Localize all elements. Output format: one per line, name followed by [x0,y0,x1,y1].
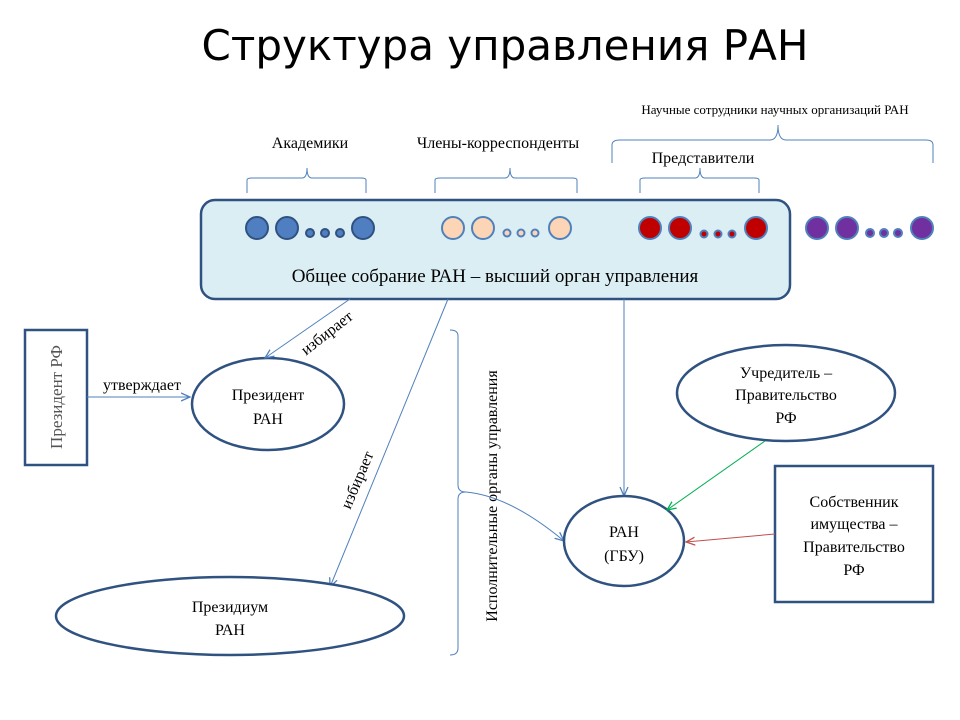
ras-gbu-line1: РАН [609,524,639,541]
representatives-brace [639,167,760,193]
owner-line4: РФ [843,562,864,579]
president-ras-line1: Президент [232,387,305,404]
approves-label: утверждает [103,377,181,394]
representatives-label: Представители [652,150,755,167]
president-ras-ellipse [190,356,346,452]
owner-line3: Правительство [803,539,905,556]
presidium-line2: РАН [215,622,245,639]
owner-to-ras-arrow [686,533,776,542]
representatives-dots [638,216,768,240]
elects-president-label: избирает [298,308,356,359]
executive-bodies-bracket [449,329,467,656]
researchers-brace [611,124,934,163]
elects-presidium-label: избирает [338,449,377,512]
general-assembly-label: Общее собрание РАН – высший орган управл… [292,266,699,287]
presidium-line1: Президиум [192,599,268,616]
president-ras-line2: РАН [253,411,283,428]
executive-bodies-label: Исполнительные органы управления [484,370,501,622]
elects-presidium-arrow [330,298,449,587]
page-title: Структура управления РАН [202,21,809,70]
president-rf-label: Президент РФ [47,345,66,449]
elects-president-arrow [265,298,351,358]
president-rf-box [23,328,89,467]
academicians-label: Академики [272,135,349,152]
corresponding-members-dots [441,216,572,240]
academicians-brace [246,167,367,193]
founder-line1: Учредитель – [740,365,833,382]
founder-line2: Правительство [735,387,837,404]
owner-line1: Собственник [810,494,899,511]
presidium-ellipse [54,575,406,657]
founder-ellipse [675,343,897,443]
property-owner-box [773,464,935,604]
ras-gbu-line2: (ГБУ) [604,548,644,565]
ras-gbu-ellipse [562,494,686,588]
researchers-dots [805,216,934,240]
executive-to-ras-arrow [465,491,564,541]
academicians-dots [245,216,375,240]
owner-line2: имущества – [810,516,898,533]
corresponding-brace [434,167,578,193]
founder-to-ras-arrow [667,440,766,510]
founder-line3: РФ [775,410,796,427]
researchers-label: Научные сотрудники научных организаций Р… [641,102,908,117]
corresponding-members-label: Члены-корреспонденты [417,135,580,152]
